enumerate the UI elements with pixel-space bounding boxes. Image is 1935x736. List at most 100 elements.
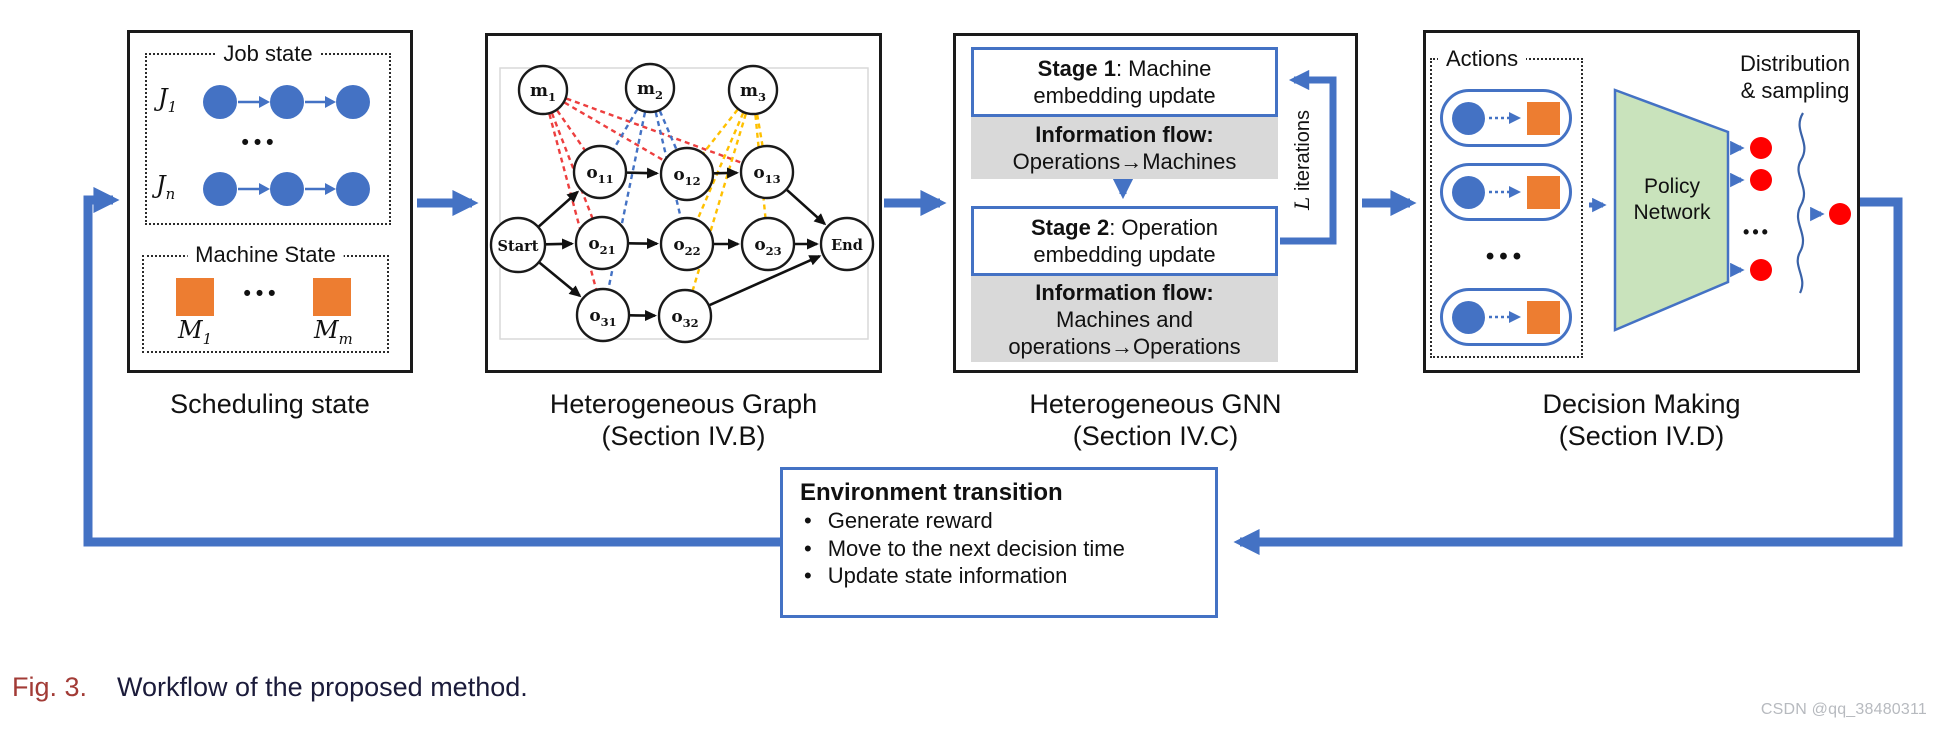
- machine-node-icon: [1527, 101, 1560, 135]
- machine-op-edge-m3-o13: [756, 114, 764, 146]
- machine-op-edge-m3-o22: [696, 112, 745, 220]
- graph-node-label-Start: Start: [498, 238, 539, 255]
- distribution-curve: [1796, 112, 1806, 294]
- sampled-action-dot: [1829, 203, 1851, 225]
- environment-bullet: Update state information: [800, 562, 1215, 590]
- graph-node-o12: [659, 146, 715, 202]
- environment-transition-box: Environment transition Generate reward M…: [780, 467, 1218, 618]
- heterogeneous-graph: m1 m2 m3 o11 o12 o13 o21 o22 o23 o31 o32 Start End: [489, 62, 875, 344]
- operation-node-icon: [1452, 300, 1485, 334]
- arrow-iteration-loop: [1280, 69, 1337, 245]
- graph-node-m2: [624, 62, 676, 114]
- arrow-environment-to-state: [83, 186, 780, 547]
- info-flow-1-box: Information flow: Operations→Machines: [971, 117, 1278, 179]
- machine-op-edge-m1-o12: [563, 101, 665, 162]
- environment-bullet: Generate reward: [800, 507, 1215, 535]
- precedence-edge-Start-o31: [538, 261, 582, 298]
- job-operations-row-n: [203, 172, 370, 206]
- probability-dot-1: [1750, 137, 1772, 159]
- machine-op-edge-m2-o12: [658, 110, 678, 150]
- heterogeneous-graph-label: Heterogeneous Graph (Section IV.B): [549, 389, 818, 451]
- heterogeneous-gnn-label: Heterogeneous GNN (Section IV.C): [1029, 389, 1282, 451]
- scheduling-state-box: Job state J1 ••• Jn Machine State ••• M1…: [127, 30, 413, 373]
- graph-node-label-o31: o31: [589, 306, 616, 329]
- graph-node-label-m3: m3: [740, 81, 766, 104]
- arrow-decision-to-environment: [1233, 197, 1903, 556]
- policy-network-shape: [1613, 88, 1730, 332]
- machine-label-m: Mm: [314, 316, 353, 348]
- machine-op-edge-m1-o11: [556, 109, 586, 151]
- machine-op-edge-m2-o31: [607, 112, 647, 289]
- figure-caption: Fig. 3. Workflow of the proposed method.: [12, 672, 528, 703]
- info-flow-2-box: Information flow: Machines and operation…: [971, 276, 1278, 362]
- graph-node-m3: [727, 64, 779, 116]
- watermark: CSDN @qq_38480311: [1760, 701, 1927, 718]
- graph-node-label-o32: o32: [671, 307, 698, 330]
- action-candidate-2: [1440, 163, 1572, 221]
- precedence-edge-o12-o13: [713, 167, 740, 179]
- graph-node-o13: [739, 144, 795, 200]
- graph-node-o21: [574, 215, 630, 271]
- graph-node-End: [819, 216, 875, 272]
- precedence-edge-o11-o12: [626, 167, 660, 179]
- machine-block-1: [176, 278, 214, 316]
- machine-block-m: [313, 278, 351, 316]
- machine-node-icon: [1527, 300, 1560, 334]
- precedence-edge-Start-o11: [538, 190, 580, 228]
- machine-op-edge-m2-o11: [612, 108, 639, 150]
- outputs-ellipsis: •••: [1743, 222, 1771, 242]
- graph-node-label-End: End: [831, 237, 863, 254]
- machine-op-edge-m3-o12: [702, 108, 739, 154]
- machine-state-panel: Machine State: [142, 242, 389, 353]
- actions-ellipsis: •••: [1485, 243, 1527, 270]
- machine-state-title: Machine State: [187, 242, 344, 268]
- jobs-ellipsis: •••: [241, 131, 279, 154]
- job-row-label-n: Jn: [156, 171, 176, 203]
- machine-op-edge-m1-o13: [566, 97, 743, 164]
- precedence-edge-o13-End: [786, 189, 827, 226]
- heterogeneous-gnn-box: Stage 1: Machine embedding update Inform…: [953, 33, 1358, 373]
- graph-node-label-o11: o11: [586, 163, 613, 186]
- probability-dot-3: [1750, 259, 1772, 281]
- graph-node-label-o12: o12: [673, 165, 700, 188]
- job-operations-row-1: [203, 85, 370, 119]
- job-state-panel: Job state: [145, 41, 391, 225]
- l-iterations-label: L iterations: [1290, 110, 1314, 210]
- assign-arrow-icon: [1489, 311, 1521, 323]
- stage2-box: Stage 2: Operation embedding update: [971, 206, 1278, 276]
- graph-node-o22: [659, 216, 715, 272]
- graph-node-label-o13: o13: [753, 163, 780, 186]
- policy-network-label: Policy Network: [1633, 175, 1711, 224]
- figure-number: Fig. 3.: [12, 672, 88, 702]
- graph-node-m1: [517, 64, 569, 116]
- machine-op-edge-m3-o23: [754, 114, 767, 218]
- operation-node-icon: [1452, 101, 1485, 135]
- actions-title: Actions: [1438, 46, 1527, 72]
- graph-node-label-o21: o21: [588, 234, 615, 257]
- environment-transition-title: Environment transition: [800, 479, 1063, 506]
- job-row-label-1: J1: [158, 84, 178, 116]
- graph-node-o23: [740, 216, 796, 272]
- graph-node-o32: [657, 288, 713, 344]
- graph-node-Start: [489, 216, 547, 274]
- scheduling-state-label: Scheduling state: [170, 389, 370, 419]
- figure-caption-text: Workflow of the proposed method.: [117, 672, 528, 702]
- graph-node-o31: [575, 287, 631, 343]
- graph-node-label-m2: m2: [637, 79, 663, 102]
- stage1-box: Stage 1: Machine embedding update: [971, 47, 1278, 117]
- decision-making-box: Actions •••: [1423, 30, 1860, 373]
- distribution-sampling-label: Distribution & sampling: [1739, 51, 1851, 103]
- graph-node-label-m1: m1: [530, 81, 556, 104]
- action-candidate-3: [1440, 288, 1572, 346]
- graph-node-o11: [572, 144, 628, 200]
- environment-bullet: Move to the next decision time: [800, 535, 1215, 563]
- decision-making-label: Decision Making (Section IV.D): [1542, 389, 1741, 451]
- graph-node-label-o22: o22: [673, 235, 700, 258]
- machine-label-1: M1: [178, 316, 213, 348]
- precedence-edge-Start-o21: [545, 238, 575, 250]
- assign-arrow-icon: [1489, 112, 1521, 124]
- graph-node-label-o23: o23: [754, 235, 781, 258]
- job-state-title: Job state: [215, 41, 321, 67]
